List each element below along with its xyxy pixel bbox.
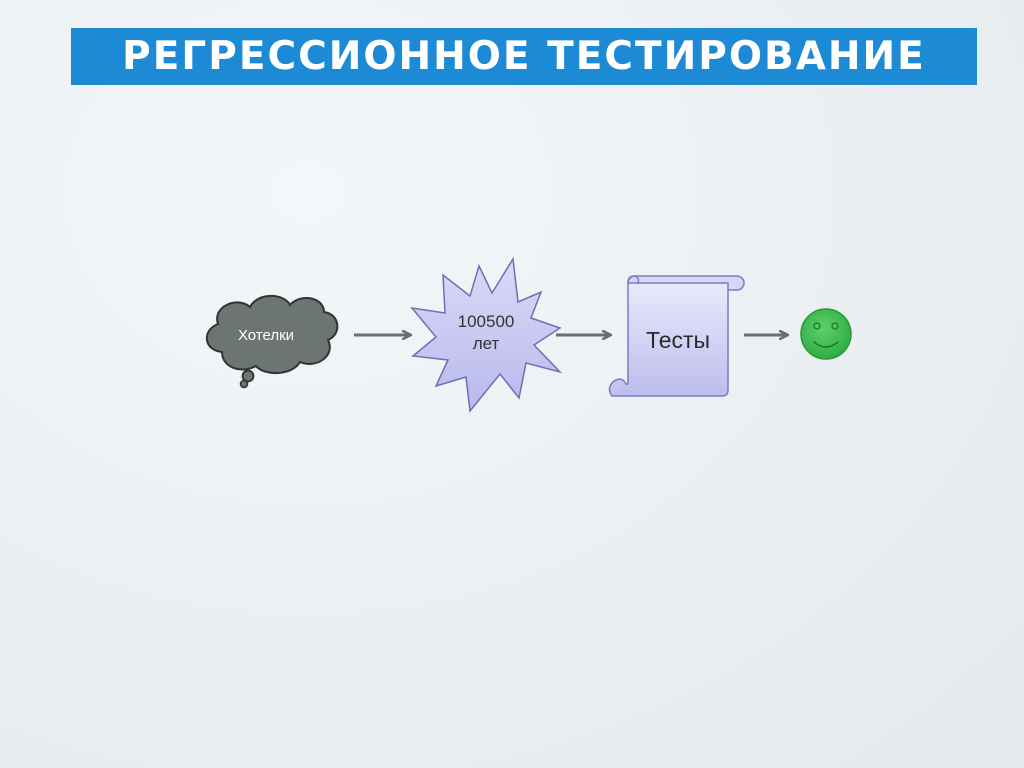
cloud-bubble-large — [241, 369, 255, 383]
smiley-right-eye — [831, 322, 839, 330]
starburst-shape — [410, 256, 563, 413]
duration-starburst: 100500 лет — [410, 256, 563, 413]
wishes-cloud: Хотелки — [205, 294, 339, 389]
tests-label: Тесты — [646, 327, 710, 353]
smiley-left-eye — [813, 322, 821, 330]
smiley-mouth — [813, 341, 839, 348]
title-banner: РЕГРЕССИОННОЕ ТЕСТИРОВАНИЕ — [71, 28, 977, 85]
smiley-face-icon — [800, 308, 852, 360]
duration-label-unit: лет — [473, 334, 500, 353]
scroll-top-curl — [627, 275, 640, 285]
scroll-bottom-curl — [608, 378, 627, 397]
duration-label-number: 100500 — [458, 312, 515, 331]
wishes-label: Хотелки — [238, 327, 294, 344]
tests-scroll: Тесты — [608, 275, 745, 397]
cloud-bubble-small — [239, 379, 249, 389]
slide-title: РЕГРЕССИОННОЕ ТЕСТИРОВАНИЕ — [122, 34, 926, 79]
cloud-shape — [205, 294, 339, 374]
